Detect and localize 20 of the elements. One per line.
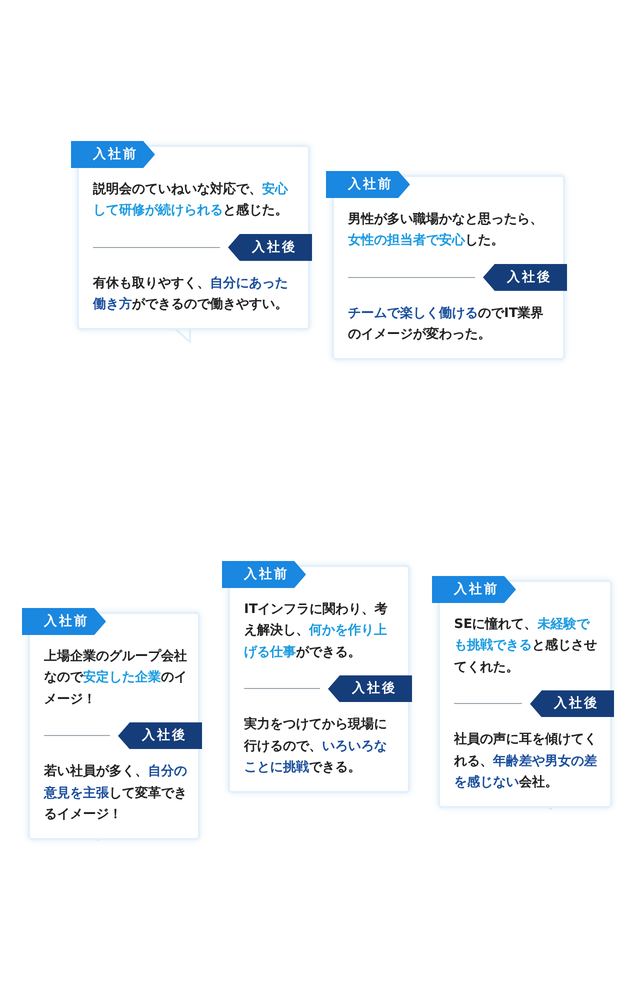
ribbon-label: 入社後 — [483, 264, 567, 291]
ribbon-label: 入社前 — [432, 576, 516, 603]
ribbon-label: 入社前 — [222, 561, 306, 588]
speech-text: SEに憧れて、未経験でも挑戦できると感じさせてくれた。 — [454, 616, 598, 677]
speech-text: 男性が多い職場かなと思ったら、女性の担当者で安心した。 — [348, 210, 544, 250]
speech-text: ITインフラに関わり、考え解決し、何かを作り上げる仕事ができる。 — [244, 601, 389, 662]
ribbon-label: 入社前 — [326, 171, 410, 198]
speech-text: 説明会のていねいな対応で、安心して研修が続けられると感じた。 — [93, 180, 290, 220]
speech-text: 上場企業のグループ会社なので安定した企業のイメージ！ — [44, 648, 188, 709]
speech-text: 実力をつけてから現場に行けるので、いろいろなことに挑戦できる。 — [244, 716, 388, 778]
ribbon-label: 入社後 — [328, 675, 412, 702]
ribbon-label: 入社前 — [22, 608, 106, 635]
ribbon-label: 入社後 — [530, 690, 614, 718]
ribbon-label: 入社後 — [118, 722, 202, 750]
speech-text: 若い社員が多く、自分の意見を主張して変革できるイメージ！ — [44, 763, 188, 824]
ribbon-label: 入社後 — [228, 234, 312, 261]
speech-text: チームで楽しく働けるのでIT業界のイメージが変わった。 — [348, 304, 545, 344]
speech-text: 有休も取りやすく、自分にあった働き方ができるので働きやすい。 — [93, 274, 289, 314]
ribbon-label: 入社前 — [71, 141, 155, 168]
speech-text: 社員の声に耳を傾けてくれる、年齢差や男女の差を感じない会社。 — [454, 731, 598, 792]
